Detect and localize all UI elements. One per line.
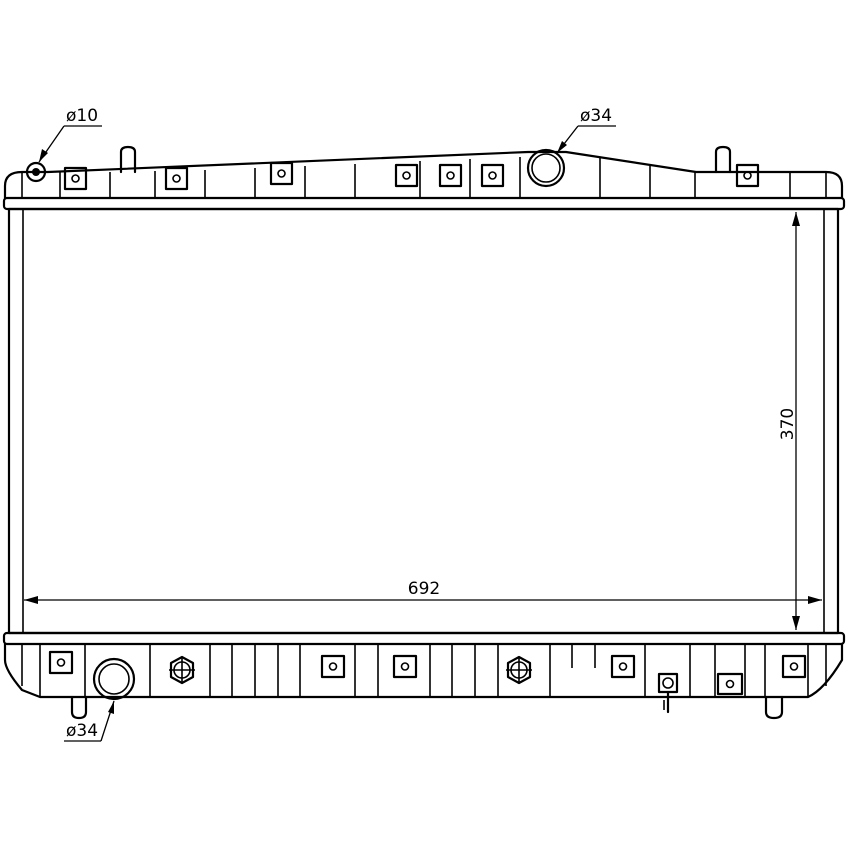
top-header-plate <box>2 196 846 211</box>
callout-bottom-pipe: ø34 <box>64 700 115 742</box>
height-dimension: 370 <box>778 212 800 630</box>
callout-small-inlet: ø10 <box>38 106 102 163</box>
width-dimension: 692 <box>24 579 822 604</box>
drain-plug-right <box>506 655 532 685</box>
height-label: 370 <box>778 408 798 440</box>
radiator-core <box>7 207 840 635</box>
small-inlet-nipple <box>25 161 47 183</box>
bottom-tank <box>2 631 846 720</box>
top-pipe-diameter-label: ø34 <box>580 106 612 126</box>
top-tank-ribs <box>59 157 791 198</box>
bottom-tank-ribs <box>84 644 766 697</box>
bottom-right-peg <box>764 695 784 720</box>
top-left-peg <box>119 145 137 174</box>
bottom-left-peg <box>70 695 88 720</box>
bottom-header-plate <box>2 631 846 646</box>
drain-plug-left <box>169 655 195 685</box>
top-tank <box>2 145 846 211</box>
top-outlet-pipe <box>526 148 566 188</box>
top-right-peg <box>714 145 732 174</box>
top-mounting-tabs <box>63 161 760 191</box>
drain-valve <box>657 672 679 714</box>
small-inlet-diameter-label: ø10 <box>66 106 98 126</box>
bottom-pipe-diameter-label: ø34 <box>66 721 98 741</box>
bottom-inlet-pipe <box>92 657 136 701</box>
callout-top-pipe: ø34 <box>556 106 616 154</box>
bottom-mounting-tabs <box>48 650 807 696</box>
width-label: 692 <box>408 579 440 599</box>
